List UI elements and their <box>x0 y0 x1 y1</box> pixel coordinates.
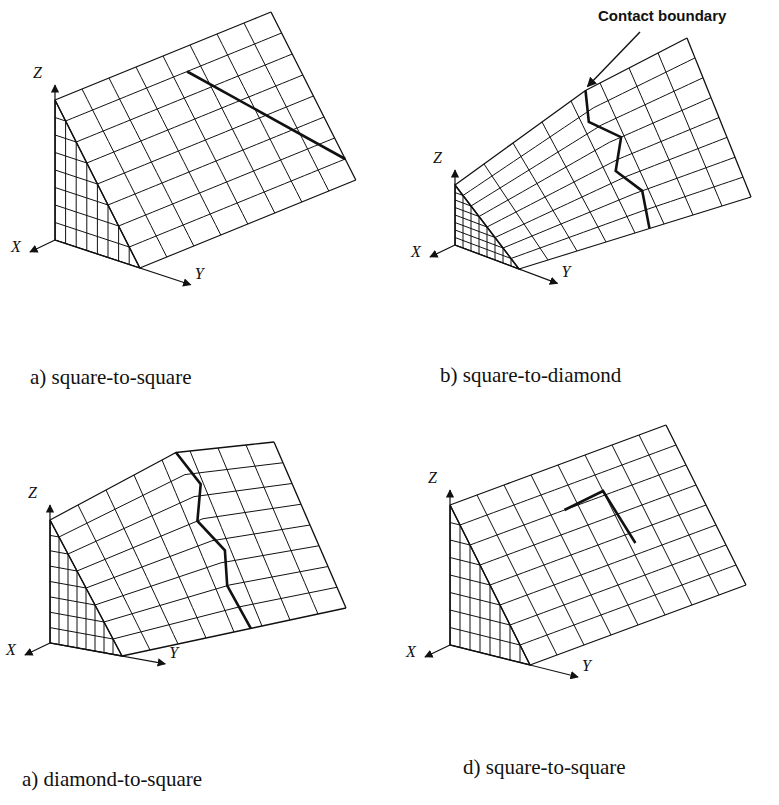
axis-arrow <box>430 245 455 257</box>
leader-line <box>588 32 641 87</box>
axis-label: X <box>411 243 421 261</box>
contact-boundary-line <box>176 453 251 629</box>
axis-arrow <box>449 490 450 645</box>
axis-arrow <box>455 245 557 283</box>
mesh-plot <box>430 38 751 305</box>
panel-caption: a) square-to-square <box>30 366 192 389</box>
axis-label: Z <box>33 64 42 82</box>
axis-label: Y <box>195 265 204 283</box>
axis-arrow <box>450 645 578 677</box>
axis-arrow <box>55 240 191 285</box>
front-face-grid <box>38 77 157 300</box>
contact-boundary-line <box>565 491 636 543</box>
axis-arrow <box>425 645 450 657</box>
axis-label: Y <box>169 644 178 662</box>
surface-mesh <box>455 38 751 269</box>
axis-label: Y <box>582 657 591 675</box>
front-face-grid <box>36 502 137 703</box>
surface-mesh <box>450 425 746 665</box>
mesh-plot <box>30 12 356 300</box>
mesh-plot <box>25 442 346 703</box>
contact-boundary-line <box>187 72 345 160</box>
panel-caption: a) diamond-to-square <box>22 768 202 791</box>
axis-arrow <box>454 170 455 245</box>
axis-arrow <box>50 643 165 664</box>
mesh-plot <box>425 425 746 705</box>
axis-arrow <box>25 643 50 655</box>
axis-label: X <box>6 641 16 659</box>
axis-label: X <box>11 238 21 256</box>
axis-label: Z <box>28 484 37 502</box>
axis-label: Z <box>433 149 442 167</box>
axis-label: Y <box>561 263 570 281</box>
front-face-grid <box>442 173 532 305</box>
axis-arrow <box>49 505 50 643</box>
axis-arrow <box>54 85 55 240</box>
surface-mesh <box>55 12 356 268</box>
surface-mesh <box>50 442 346 656</box>
callout-label: Contact boundary <box>598 8 726 25</box>
panel-caption: d) square-to-square <box>463 756 626 779</box>
panel-caption: b) square-to-diamond <box>440 364 621 387</box>
axis-label: Z <box>428 469 437 487</box>
contact-boundary-line <box>586 91 650 229</box>
axis-arrow <box>30 240 55 252</box>
axis-label: X <box>406 643 416 661</box>
